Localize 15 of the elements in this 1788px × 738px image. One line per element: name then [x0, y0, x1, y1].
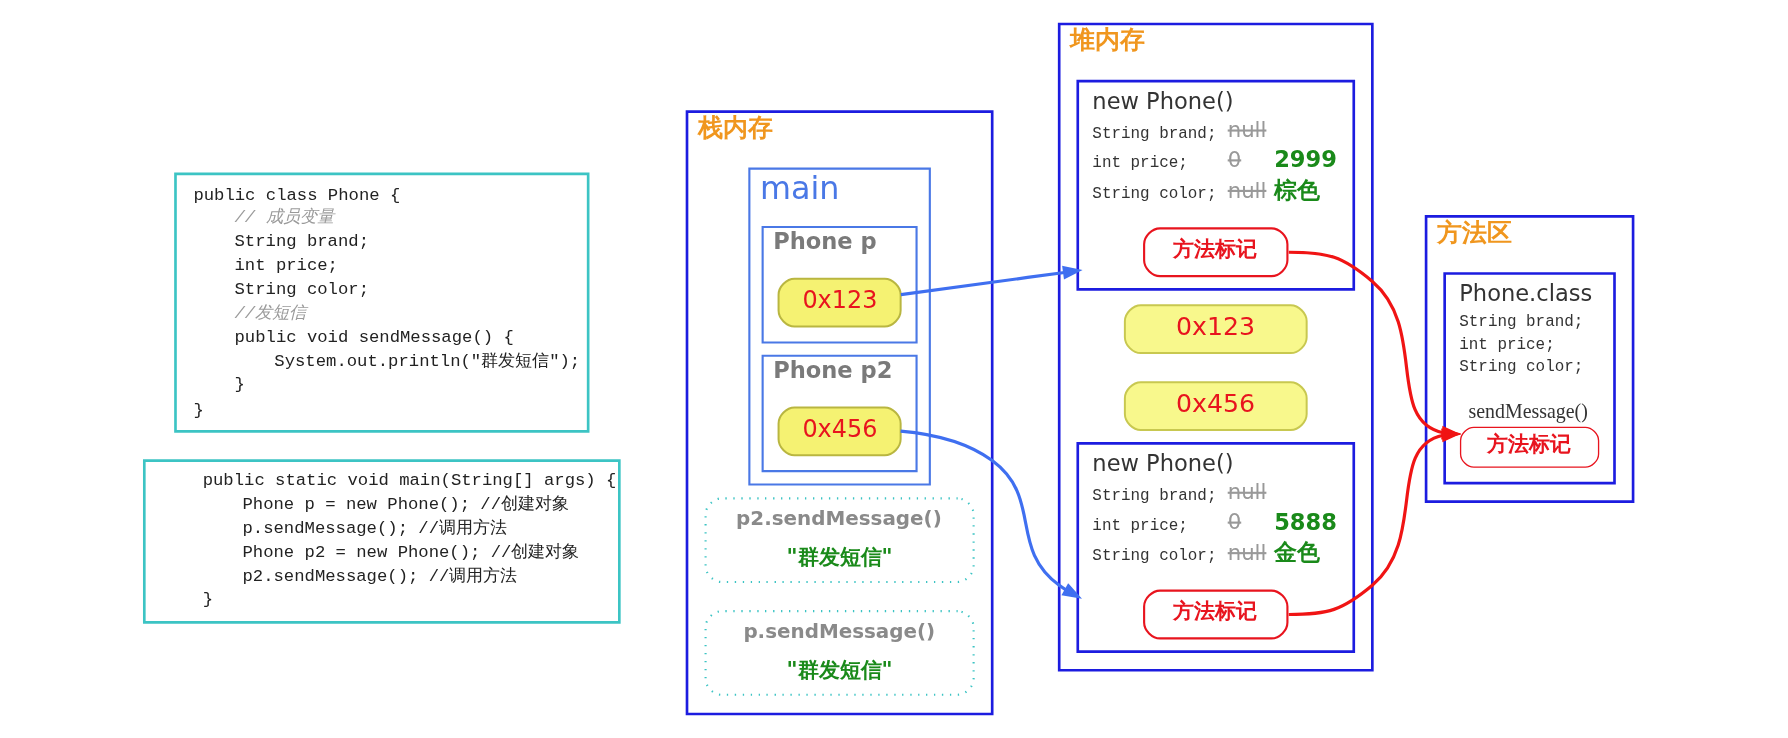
node-box: 0x123: [1123, 304, 1308, 355]
node-box: p.sendMessage() "群发短信": [704, 610, 975, 696]
node-box: public class Phone { // 成员变量 String brand; int price; String color; //发短信 public void sendMessage() { System.out.println("群发短信"); } }: [174, 172, 590, 433]
node-box: 方法标记: [1143, 589, 1289, 640]
node-box: 方法标记: [1143, 227, 1289, 278]
node-box: 0x456: [777, 406, 902, 457]
arrow: [900, 265, 1083, 297]
arrow: [1288, 428, 1462, 617]
node-box: 0x123: [777, 277, 902, 328]
node-label: sendMessage(): [1468, 400, 1588, 423]
node-box: 方法标记: [1459, 426, 1600, 468]
node-box: public static void main(String[] args) { Phone p = new Phone(); //创建对象 p.sendMessage(); //调用方法 Phone p2 = new Phone(); //创建对象 p2.sendMessage(); //调用方法 }: [143, 459, 621, 624]
arrow: [900, 429, 1082, 599]
node-box: p2.sendMessage() "群发短信": [704, 497, 975, 584]
node-box: 0x456: [1123, 381, 1308, 432]
